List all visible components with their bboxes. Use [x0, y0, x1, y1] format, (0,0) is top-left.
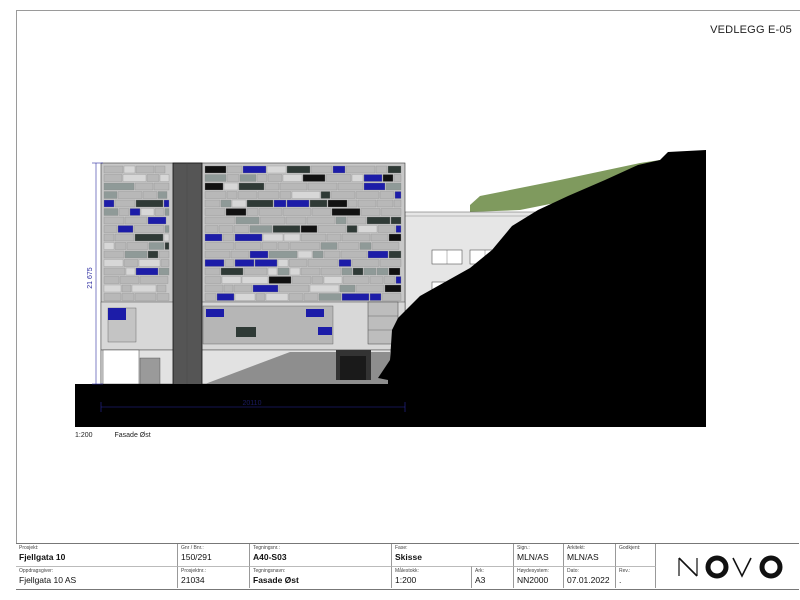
tb-ark: Ark: A3: [472, 566, 514, 588]
view-name: Fasade Øst: [114, 432, 151, 439]
sheet-label: VEDLEGG E-05: [710, 24, 792, 36]
tb-hoydesystem: Høydesystem: NN2000: [514, 566, 564, 588]
dimension-width: [100, 402, 406, 412]
facade-drawing: 21 675 20110: [75, 150, 706, 427]
scale-text: 1:200: [75, 432, 93, 439]
ground: [75, 384, 706, 427]
dimension-height-text: 21 675: [87, 267, 94, 289]
novo-logo-mark: [678, 555, 783, 579]
tb-oppdragsgiver: Oppdragsgiver: Fjellgata 10 AS: [16, 566, 178, 588]
tb-gnr: Gnr / Bnr.: 150/291: [178, 544, 250, 566]
tb-tegningsnr: Tegningsnr.: A40-S03: [250, 544, 392, 566]
novo-logo: [671, 544, 799, 589]
tb-tegningsnavn: Tegningsnavn: Fasade Øst: [250, 566, 392, 588]
title-block: Prosjekt: Fjellgata 10 Gnr / Bnr.: 150/2…: [16, 543, 799, 590]
stair-tower: [172, 162, 203, 386]
tb-dato: Dato: 07.01.2022: [564, 566, 616, 588]
tb-malestokk: Målestokk: 1:200: [392, 566, 472, 588]
drawing-caption: 1:200 Fasade Øst: [75, 432, 171, 439]
dimension-width-text: 20110: [243, 400, 262, 407]
facade-cladding: [103, 165, 402, 301]
tb-arkitekt: Arkitekt: MLN/AS: [564, 544, 616, 566]
rock-mass: [378, 150, 706, 427]
sheet-frame: [16, 10, 800, 589]
tb-fase: Fase: Skisse: [392, 544, 514, 566]
grass-slope: [470, 160, 660, 212]
dimension-height: [92, 162, 103, 385]
tb-prosjekt: Prosjekt: Fjellgata 10: [16, 544, 178, 566]
tb-rev: Rev.: .: [616, 566, 656, 588]
tb-sign: Sign.: MLN/AS: [514, 544, 564, 566]
tb-prosjektnr: Prosjektnr.: 21034: [178, 566, 250, 588]
